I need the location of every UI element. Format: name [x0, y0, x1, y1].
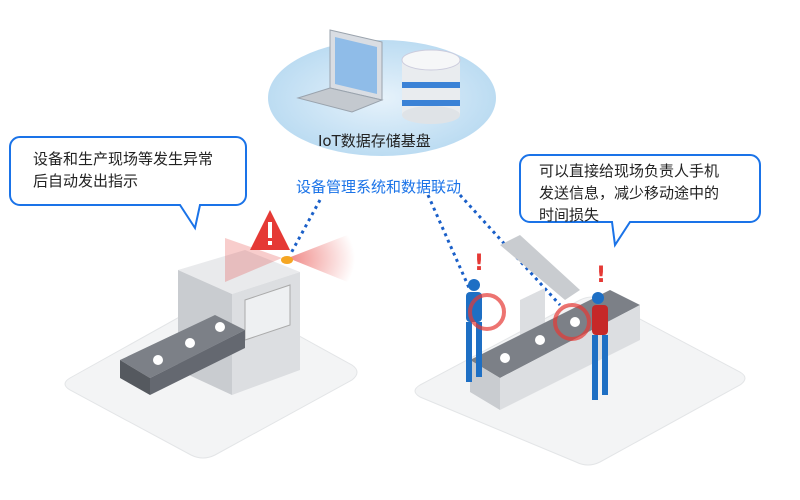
- database-icon: [401, 49, 461, 124]
- worker-left: !: [466, 251, 506, 382]
- worker-right: !: [553, 263, 608, 400]
- left-bubble-text: 设备和生产现场等发生异常 后自动发出指示: [33, 148, 213, 192]
- bubble-line: 可以直接给现场负责人手机: [539, 162, 720, 180]
- link-label: 设备管理系统和数据联动: [296, 178, 462, 196]
- right-speech-bubble: [519, 154, 761, 248]
- cloud-label: IoT数据存储基盘: [318, 132, 431, 150]
- data-link-lines: [288, 193, 562, 307]
- alarm-light-beam: [225, 238, 282, 282]
- alarm-light: [281, 256, 293, 264]
- right-bubble-text: 可以直接给现场负责人手机 发送信息，减少移动途中的 时间损失: [539, 160, 719, 226]
- left-machine: [120, 250, 300, 395]
- left-speech-bubble: [9, 136, 247, 231]
- alarm-light-beam: [288, 232, 355, 285]
- laptop-icon: [296, 29, 384, 113]
- alert-exclamation: !: [596, 263, 606, 288]
- alert-exclamation: !: [474, 251, 484, 276]
- bubble-line: 后自动发出指示: [33, 172, 139, 190]
- bubble-line: 设备和生产现场等发生异常: [33, 150, 214, 168]
- bubble-line: 时间损失: [539, 206, 600, 224]
- warning-icon: [250, 210, 290, 250]
- bubble-line: 发送信息，减少移动途中的: [539, 184, 720, 202]
